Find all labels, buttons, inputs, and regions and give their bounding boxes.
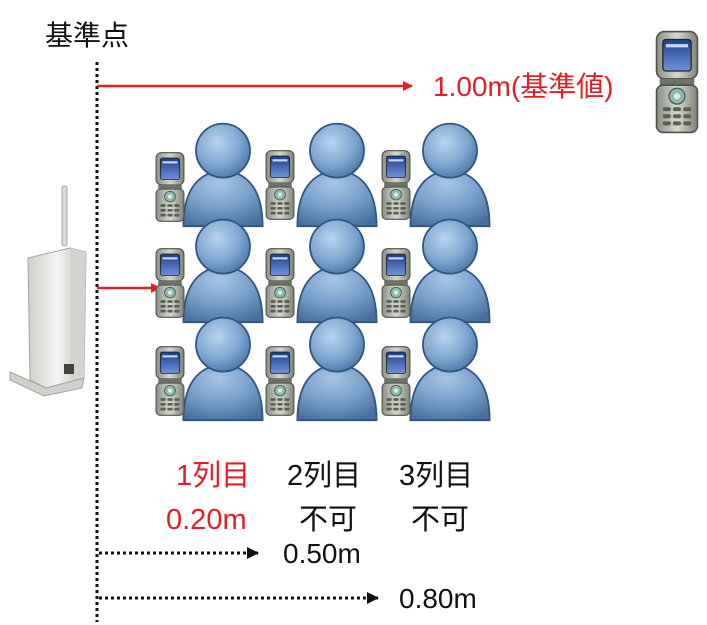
distance-label-080: 0.80m [399, 583, 477, 614]
flip-phone-icon [155, 152, 185, 222]
reference-point-label: 基準点 [45, 20, 130, 51]
person-icon [182, 122, 264, 228]
flip-phone-icon [381, 248, 411, 318]
column-1-result: 0.20m [166, 504, 247, 536]
reference-phone-icon [655, 30, 699, 134]
person-icon [409, 218, 491, 324]
person-icon [182, 218, 264, 324]
wireless-router-icon [9, 185, 87, 397]
flip-phone-icon [265, 346, 295, 416]
person-group-r1c1 [155, 122, 264, 228]
flip-phone-icon [265, 150, 295, 220]
flip-phone-icon [381, 150, 411, 220]
flip-phone-icon [381, 346, 411, 416]
person-icon [296, 316, 378, 422]
person-icon [409, 122, 491, 228]
column-2-result: 不可 [299, 504, 358, 536]
person-icon [296, 122, 378, 228]
person-group-r3c2 [265, 316, 378, 422]
reference-value-label: 1.00m(基準値) [433, 71, 614, 102]
person-icon [409, 316, 491, 422]
person-icon [182, 316, 264, 422]
person-group-r2c2 [265, 218, 378, 324]
people-grid [155, 122, 491, 422]
column-2-title: 2列目 [287, 460, 362, 492]
person-group-r2c1 [155, 218, 264, 324]
person-group-r1c3 [381, 122, 491, 228]
column-3-title: 3列目 [399, 460, 474, 492]
column-3-result: 不可 [411, 504, 470, 536]
distance-label-050: 0.50m [283, 538, 361, 569]
person-group-r3c1 [155, 316, 264, 422]
column-1-title: 1列目 [176, 460, 251, 492]
flip-phone-icon [155, 346, 185, 416]
person-group-r2c3 [381, 218, 491, 324]
person-icon [296, 218, 378, 324]
flip-phone-icon [155, 248, 185, 318]
person-group-r1c2 [265, 122, 378, 228]
flip-phone-icon [265, 248, 295, 318]
person-group-r3c3 [381, 316, 491, 422]
